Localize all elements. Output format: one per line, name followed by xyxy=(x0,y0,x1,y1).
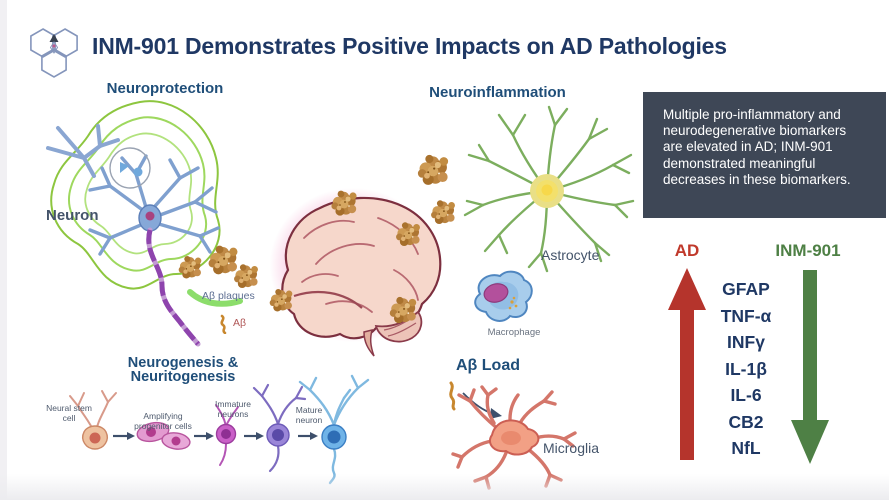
stage-label-mature-neuron: Mature neuron xyxy=(295,405,323,425)
mature-neuron-figure xyxy=(298,374,370,485)
astrocyte-label: Astrocyte xyxy=(541,247,600,263)
biomarker-item: NfL xyxy=(731,438,761,458)
neurogenesis-progression-illustration xyxy=(69,374,370,485)
biomarker-item: IL-1β xyxy=(725,358,767,379)
neuron-illustration xyxy=(46,100,243,347)
heading-ab-load: Aβ Load xyxy=(456,357,520,374)
left-edge-strip xyxy=(0,0,7,500)
progenitor-cells-figure xyxy=(136,421,191,450)
heading-neurogenesis-line2: Neuritogenesis xyxy=(130,369,236,385)
neuron-label: Neuron xyxy=(46,207,99,224)
heading-neuroprotection: Neuroprotection xyxy=(106,80,224,97)
stage-label-immature-neurons: Immature neurons xyxy=(215,399,251,419)
biomarker-item: IL-6 xyxy=(730,385,762,405)
stage-label-amplifying-progenitor-cells: Amplifying progenitor cells xyxy=(134,411,192,431)
callout-text: Multiple pro-inflammatory and neurodegen… xyxy=(663,107,851,187)
callout-box: Multiple pro-inflammatory and neurodegen… xyxy=(643,92,886,218)
biomarker-item: INFγ xyxy=(727,332,765,352)
microglia-label: Microglia xyxy=(543,440,600,456)
brain-illustration xyxy=(281,196,442,357)
progress-arrow-icon xyxy=(194,432,214,440)
inmed-hexagon-logo-icon xyxy=(30,28,78,78)
ab-plaques-label: Aβ plaques xyxy=(202,290,255,302)
progress-arrow-icon xyxy=(298,432,318,440)
astrocyte-illustration xyxy=(463,105,635,273)
heading-neurogenesis: Neurogenesis & Neuritogenesis xyxy=(108,355,258,385)
neural-stem-cell-figure xyxy=(69,390,117,450)
heading-neurogenesis-line1: Neurogenesis & xyxy=(127,355,239,371)
stage-label-neural-stem-cell: Neural stem cell xyxy=(46,403,92,423)
progress-arrow-icon xyxy=(244,432,264,440)
synapse-zoom-circle xyxy=(109,147,151,189)
biomarker-item: TNF-α xyxy=(720,305,772,326)
inm901-decrease-arrow-icon xyxy=(791,270,829,464)
biomarker-item: GFAP xyxy=(722,279,770,299)
microglia-illustration xyxy=(451,385,577,490)
heading-neuroinflammation: Neuroinflammation xyxy=(429,84,566,101)
macrophage-illustration xyxy=(474,270,533,322)
bottom-fade xyxy=(0,474,889,500)
inm901-column-label: INM-901 xyxy=(775,241,841,260)
ad-increase-arrow-icon xyxy=(668,268,706,460)
biomarker-list: GFAP TNF-α INFγ IL-1β IL-6 CB2 NfL xyxy=(702,276,790,462)
macrophage-label: Macrophage xyxy=(487,327,541,338)
ab-label: Aβ xyxy=(233,317,247,329)
ad-column-label: AD xyxy=(674,241,700,260)
progress-arrow-icon xyxy=(113,432,135,440)
brainstem xyxy=(363,328,375,357)
ab-monomer-icon xyxy=(220,314,227,334)
page-title: INM-901 Demonstrates Positive Impacts on… xyxy=(92,33,727,59)
biomarker-item: CB2 xyxy=(728,411,764,432)
immature-neuron-early-figure xyxy=(215,404,239,466)
immature-neuron-late-figure xyxy=(252,383,307,473)
